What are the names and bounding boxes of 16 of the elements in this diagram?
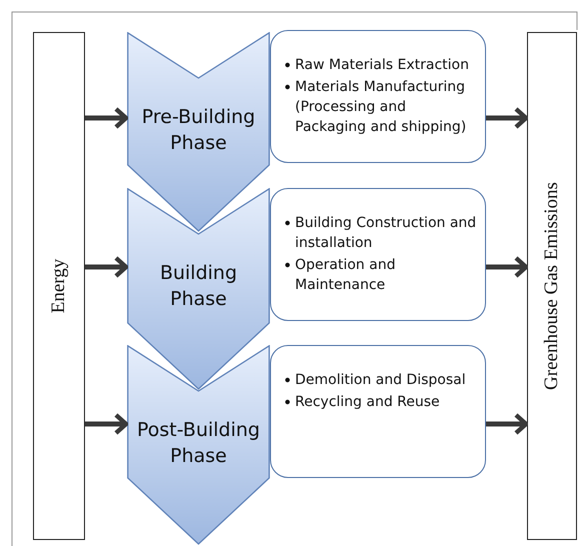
side-label: Greenhouse Gas Emissions: [541, 182, 563, 390]
bar-box: [527, 32, 577, 540]
phase-label: Building Phase: [158, 261, 238, 312]
arrow: [85, 106, 128, 130]
rounded-box: [270, 188, 486, 321]
arrow: [486, 106, 528, 130]
arrow: [486, 256, 528, 278]
rounded-box: [270, 30, 486, 163]
side-label: Energy: [48, 258, 70, 314]
arrow: [85, 412, 128, 436]
arrow: [85, 256, 128, 278]
arrow: [486, 412, 528, 436]
phase-label: Pre-Building Phase: [140, 105, 256, 156]
phase-label: Post-Building Phase: [136, 418, 261, 469]
bar-box: [33, 32, 85, 540]
rounded-box: [270, 345, 486, 478]
